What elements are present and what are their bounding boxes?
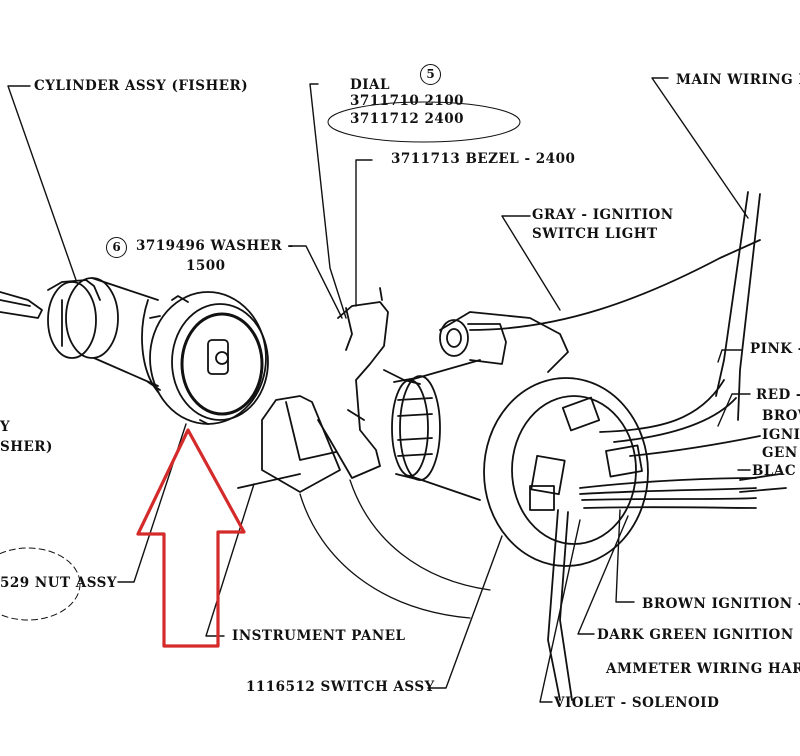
label-bezel: 3711713 BEZEL - 2400 <box>391 151 576 167</box>
instrument-panel-drawing <box>237 395 341 493</box>
label-switch-light: SWITCH LIGHT <box>532 226 658 242</box>
label-washer: 3719496 WASHER - <box>136 238 294 254</box>
label-left-sher: SHER) <box>0 439 53 455</box>
label-switch-assy: 1116512 SWITCH ASSY <box>246 679 435 695</box>
label-gray-ignition: GRAY - IGNITION <box>532 207 674 223</box>
dial-scribble <box>327 101 521 143</box>
bezel-drawing <box>317 287 421 479</box>
label-ammeter-wiring: AMMETER WIRING HAR <box>606 661 800 677</box>
label-pink: PINK - <box>750 341 800 357</box>
label-brown-ignition: BROWN IGNITION - <box>642 596 800 612</box>
leader-lines <box>7 77 751 703</box>
label-dial: DIAL <box>350 77 390 93</box>
label-instrument-panel: INSTRUMENT PANEL <box>232 628 406 644</box>
switch-body-drawing <box>391 359 481 501</box>
label-main-wiring: MAIN WIRING H <box>676 72 800 88</box>
label-dial-part-2: 3711712 2400 <box>350 111 465 127</box>
label-left-y: Y <box>0 419 11 435</box>
label-igni-fragment: IGNI <box>762 427 800 443</box>
label-cylinder-assy: CYLINDER ASSY (FISHER) <box>34 78 249 94</box>
label-black-fragment: BLAC <box>752 463 797 479</box>
label-dial-part-1: 3711710 2100 <box>350 93 465 109</box>
label-brown-fragment: BROW <box>762 408 800 424</box>
label-gen-fragment: GEN <box>762 445 798 461</box>
washer-drawing <box>147 291 269 425</box>
label-nut-assy: 529 NUT ASSY <box>0 575 118 591</box>
key-drawing <box>0 291 43 319</box>
switch-rear-drawing <box>439 311 649 567</box>
label-dark-green-ignition: DARK GREEN IGNITION <box>597 627 794 643</box>
label-washer-1500: 1500 <box>186 258 226 274</box>
nut-scribble <box>0 547 81 621</box>
cylinder-assy-drawing <box>47 277 159 393</box>
label-red: RED - <box>756 387 800 403</box>
callout-6: 6 <box>106 237 127 258</box>
label-violet-solenoid: VIOLET - SOLENOID <box>554 695 720 711</box>
callout-5: 5 <box>420 64 441 85</box>
red-highlight-arrow <box>136 428 246 648</box>
wiring-harness-drawing <box>469 191 787 701</box>
